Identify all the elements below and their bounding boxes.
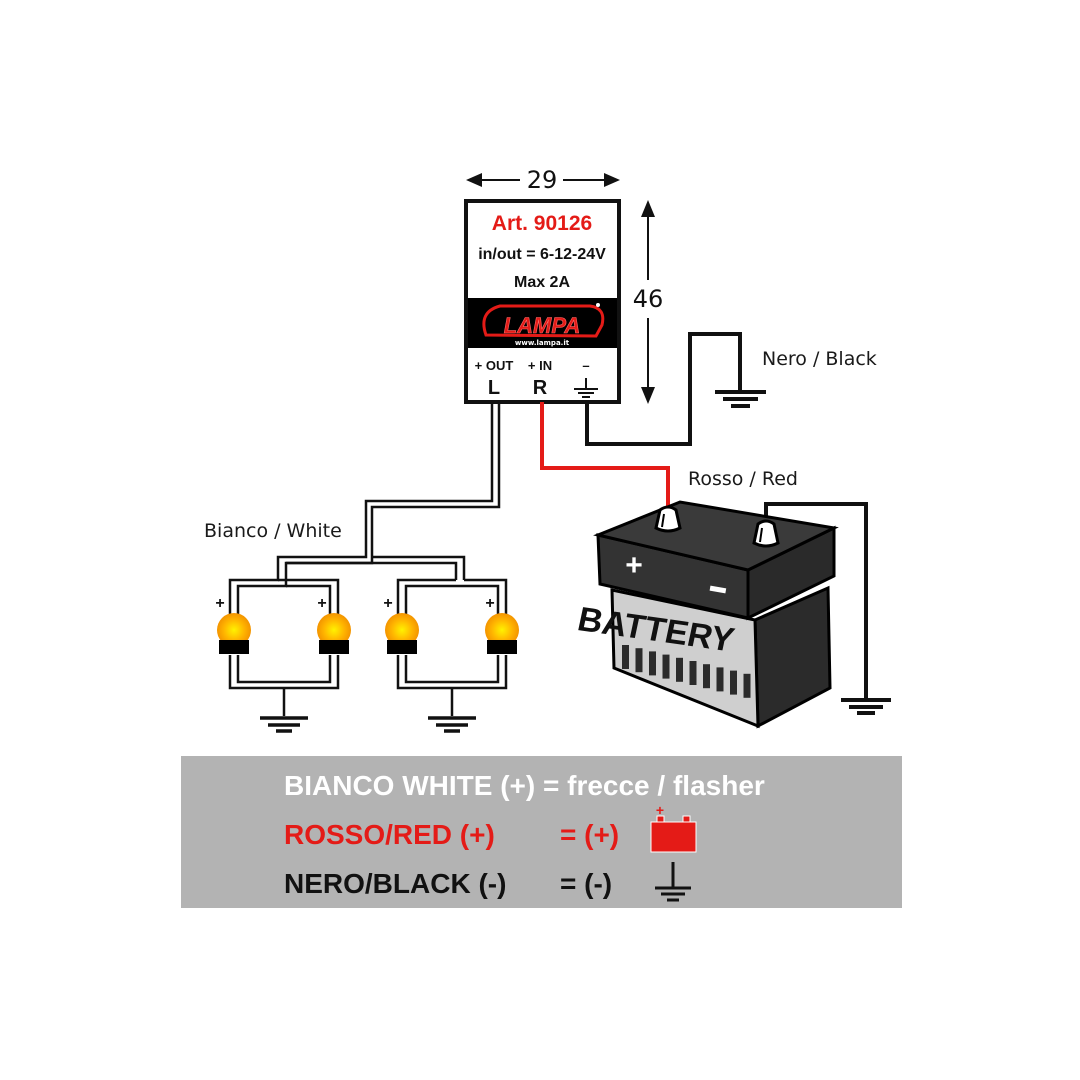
bulb-plus-label: + [317, 595, 326, 612]
height-dimension: 46 [633, 200, 664, 404]
white-wire-label: Bianco / White [204, 520, 342, 542]
battery-rib [676, 657, 683, 682]
bulb-plus-label: + [215, 595, 224, 612]
terminal-ground-icon [574, 378, 598, 398]
terminal-out-label: + OUT [475, 358, 514, 373]
battery-icon: + [650, 802, 697, 853]
bulb-icon: + [215, 595, 251, 654]
battery-rib [703, 664, 710, 689]
black-wire-label: Nero / Black [762, 348, 877, 370]
battery-plus: + [625, 549, 643, 582]
negative-terminal [752, 519, 780, 548]
brand-url: www.lampa.it [515, 339, 570, 347]
lampa-logo: LAMPA www.lampa.it [482, 303, 605, 347]
terminal-r: R [533, 377, 548, 399]
bulb-plus-label: + [383, 595, 392, 612]
ground-icon [715, 390, 766, 408]
battery-rib [716, 667, 724, 692]
red-wire-label: Rosso / Red [688, 468, 798, 490]
voltage-spec: in/out = 6-12-24V [478, 246, 606, 263]
positive-terminal [654, 505, 682, 533]
battery-rib [689, 661, 697, 685]
article-number: Art. 90126 [492, 212, 592, 235]
terminal-ground-label: – [582, 358, 589, 373]
battery-ribs [622, 645, 751, 698]
battery-rib [662, 654, 670, 679]
bulb-icon: + [383, 595, 419, 654]
bulbs: + + + + [215, 595, 519, 654]
width-dimension: 29 [466, 166, 620, 194]
ground-icon-group1 [260, 716, 308, 733]
battery-minus [709, 585, 727, 594]
terminal-in-label: + IN [528, 358, 552, 373]
legend-black: NERO/BLACK (-) [284, 868, 506, 899]
black-wire: Nero / Black [585, 332, 877, 446]
battery-rib [622, 645, 629, 669]
battery-rib [730, 670, 737, 695]
svg-text:+: + [656, 802, 664, 818]
brand-name: LAMPA [504, 313, 581, 338]
legend: BIANCO WHITE (+) = frecce / flasher ROSS… [181, 756, 902, 908]
bulb-icon: + [317, 595, 351, 654]
battery-rib [649, 651, 656, 676]
flasher-module: Art. 90126 in/out = 6-12-24V Max 2A LAMP… [464, 199, 621, 404]
legend-red-value: = (+) [560, 819, 619, 850]
width-value: 29 [527, 166, 558, 194]
height-value: 46 [633, 285, 664, 313]
bulb-icon: + [485, 595, 519, 654]
white-wire: Bianco / White [204, 402, 508, 716]
legend-red: ROSSO/RED (+) [284, 819, 495, 850]
red-wire: Rosso / Red [540, 402, 798, 510]
battery-ground-icon [841, 698, 891, 715]
legend-white: BIANCO WHITE (+) = frecce / flasher [284, 770, 765, 801]
ground-icon [655, 862, 691, 902]
bulb-plus-label: + [485, 595, 494, 612]
ground-icon-group2 [428, 716, 476, 733]
battery: BATTERY + [574, 500, 891, 729]
battery-rib [635, 648, 643, 673]
terminal-l: L [488, 377, 500, 399]
max-current: Max 2A [514, 274, 570, 291]
legend-black-value: = (-) [560, 868, 612, 899]
battery-rib [743, 673, 751, 698]
